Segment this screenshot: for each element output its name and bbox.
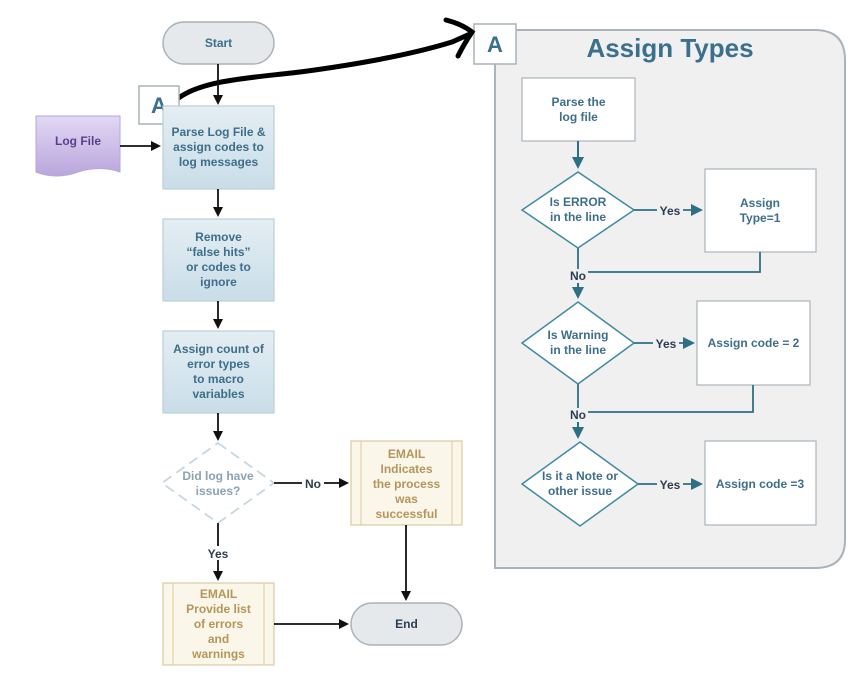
decision-error-line2: in the line (550, 210, 606, 224)
decision-warning-line2: in the line (550, 343, 606, 357)
email-success-line4: was (394, 492, 418, 506)
step-parse-line2: assign codes to (173, 140, 264, 154)
assign-code2-box: Assign code = 2 (696, 300, 811, 386)
edge-label-bg (568, 269, 588, 283)
edge-warning-yes: Yes (656, 337, 677, 351)
decision-note-line1: Is it a Note or (542, 469, 618, 483)
assign-type1-line1: Assign (740, 196, 780, 210)
decision-issues-line1: Did log have (182, 469, 254, 483)
decision-warning-line1: Is Warning (548, 328, 609, 342)
log-file-document: Log File (35, 115, 121, 177)
step-remove-line3: or codes to (186, 260, 251, 274)
step-remove-false-hits: Remove “false hits” or codes to ignore (162, 218, 275, 302)
edge-error-yes: Yes (660, 204, 681, 218)
arrow-error-return (577, 248, 761, 273)
step-count-line2: error types (187, 357, 250, 371)
step-remove-line4: ignore (200, 275, 237, 289)
email-success-line1: EMAIL (388, 447, 425, 461)
end-terminator: End (350, 602, 463, 646)
edge-label-bg (204, 546, 232, 560)
email-errors-line3: of errors (194, 617, 244, 631)
subprocess-parse-box: Parse the log file (521, 77, 636, 142)
assign-code3-label: Assign code =3 (716, 477, 805, 491)
email-errors-box: EMAIL Provide list of errors and warning… (162, 582, 275, 666)
assign-type1-line2: Type=1 (740, 211, 781, 225)
edge-label-bg (302, 476, 324, 490)
edge-decision-yes: Yes (208, 547, 229, 561)
connector-a-left[interactable]: A (138, 85, 180, 125)
subprocess-parse-line2: log file (559, 110, 598, 124)
edge-error-no: No (570, 269, 586, 283)
assign-code3-box: Assign code =3 (704, 440, 817, 526)
assign-type1-box: Assign Type=1 (704, 168, 817, 253)
email-success-line2: Indicates (380, 462, 432, 476)
email-success-box: EMAIL Indicates the process was successf… (350, 440, 463, 526)
email-errors-line4: and (208, 632, 229, 646)
assign-code2-label: Assign code = 2 (708, 336, 800, 350)
step-parse-line1: Parse Log File & (171, 125, 265, 139)
jump-arrow (173, 31, 473, 103)
end-label: End (395, 617, 418, 631)
edge-label-bg (657, 477, 683, 491)
log-file-label: Log File (55, 134, 101, 148)
arrow-warning-return (577, 384, 754, 413)
decision-note: Is it a Note or other issue (520, 441, 640, 527)
decision-warning: Is Warning in the line (520, 301, 636, 385)
connector-a-right[interactable]: A (473, 23, 517, 65)
edge-warning-no: No (570, 408, 586, 422)
step-count-line4: variables (192, 387, 244, 401)
jump-arrow-head (443, 17, 476, 59)
email-success-line5: successful (375, 507, 437, 521)
step-count-line1: Assign count of (173, 342, 265, 356)
email-errors-line1: EMAIL (200, 587, 237, 601)
edge-decision-no: No (305, 477, 321, 491)
edge-label-bg (657, 203, 683, 217)
edge-note-yes: Yes (660, 478, 681, 492)
step-remove-line1: Remove (195, 230, 242, 244)
edge-label-bg (653, 336, 679, 350)
email-errors-line2: Provide list (186, 602, 251, 616)
step-remove-line2: “false hits” (186, 245, 250, 259)
start-label: Start (205, 36, 232, 50)
decision-issues-line2: issues? (196, 484, 241, 498)
email-success-line3: the process (373, 477, 441, 491)
connector-a-right-label: A (487, 32, 503, 57)
step-assign-count: Assign count of error types to macro var… (162, 330, 275, 414)
edge-label-bg (568, 408, 588, 422)
decision-log-issues: Did log have issues? (160, 441, 276, 525)
subprocess-parse-line1: Parse the (551, 95, 605, 109)
decision-note-line2: other issue (548, 484, 612, 498)
step-count-line3: to macro (193, 372, 244, 386)
email-errors-line5: warnings (191, 647, 245, 661)
decision-error: Is ERROR in the line (520, 171, 636, 249)
start-terminator: Start (162, 21, 275, 65)
step-parse-line3: log messages (179, 155, 259, 169)
decision-error-line1: Is ERROR (550, 195, 607, 209)
panel-title: Assign Types (586, 33, 753, 63)
step-parse-log: Parse Log File & assign codes to log mes… (162, 105, 275, 190)
